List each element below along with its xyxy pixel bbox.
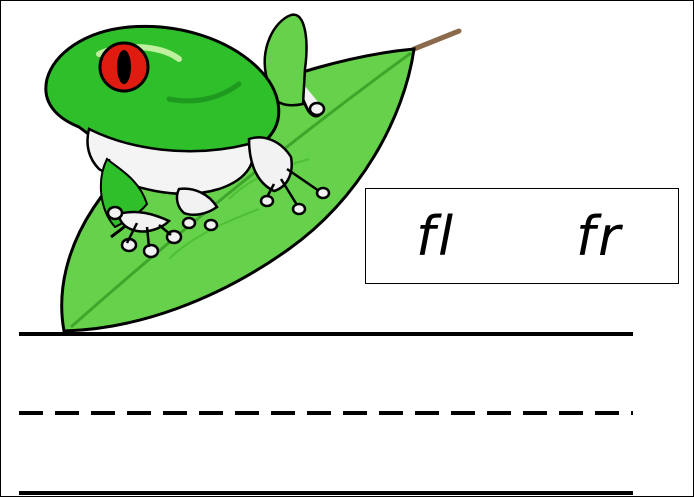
- blend-choice-fl: fl: [416, 205, 457, 268]
- writing-line-baseline: [19, 491, 633, 495]
- frog-on-leaf-icon: [44, 13, 462, 333]
- writing-line-top: [19, 332, 633, 336]
- blend-choice-box: fl fr: [365, 188, 679, 284]
- blend-choice-fr: fr: [576, 205, 624, 268]
- writing-line-midline: [19, 411, 633, 415]
